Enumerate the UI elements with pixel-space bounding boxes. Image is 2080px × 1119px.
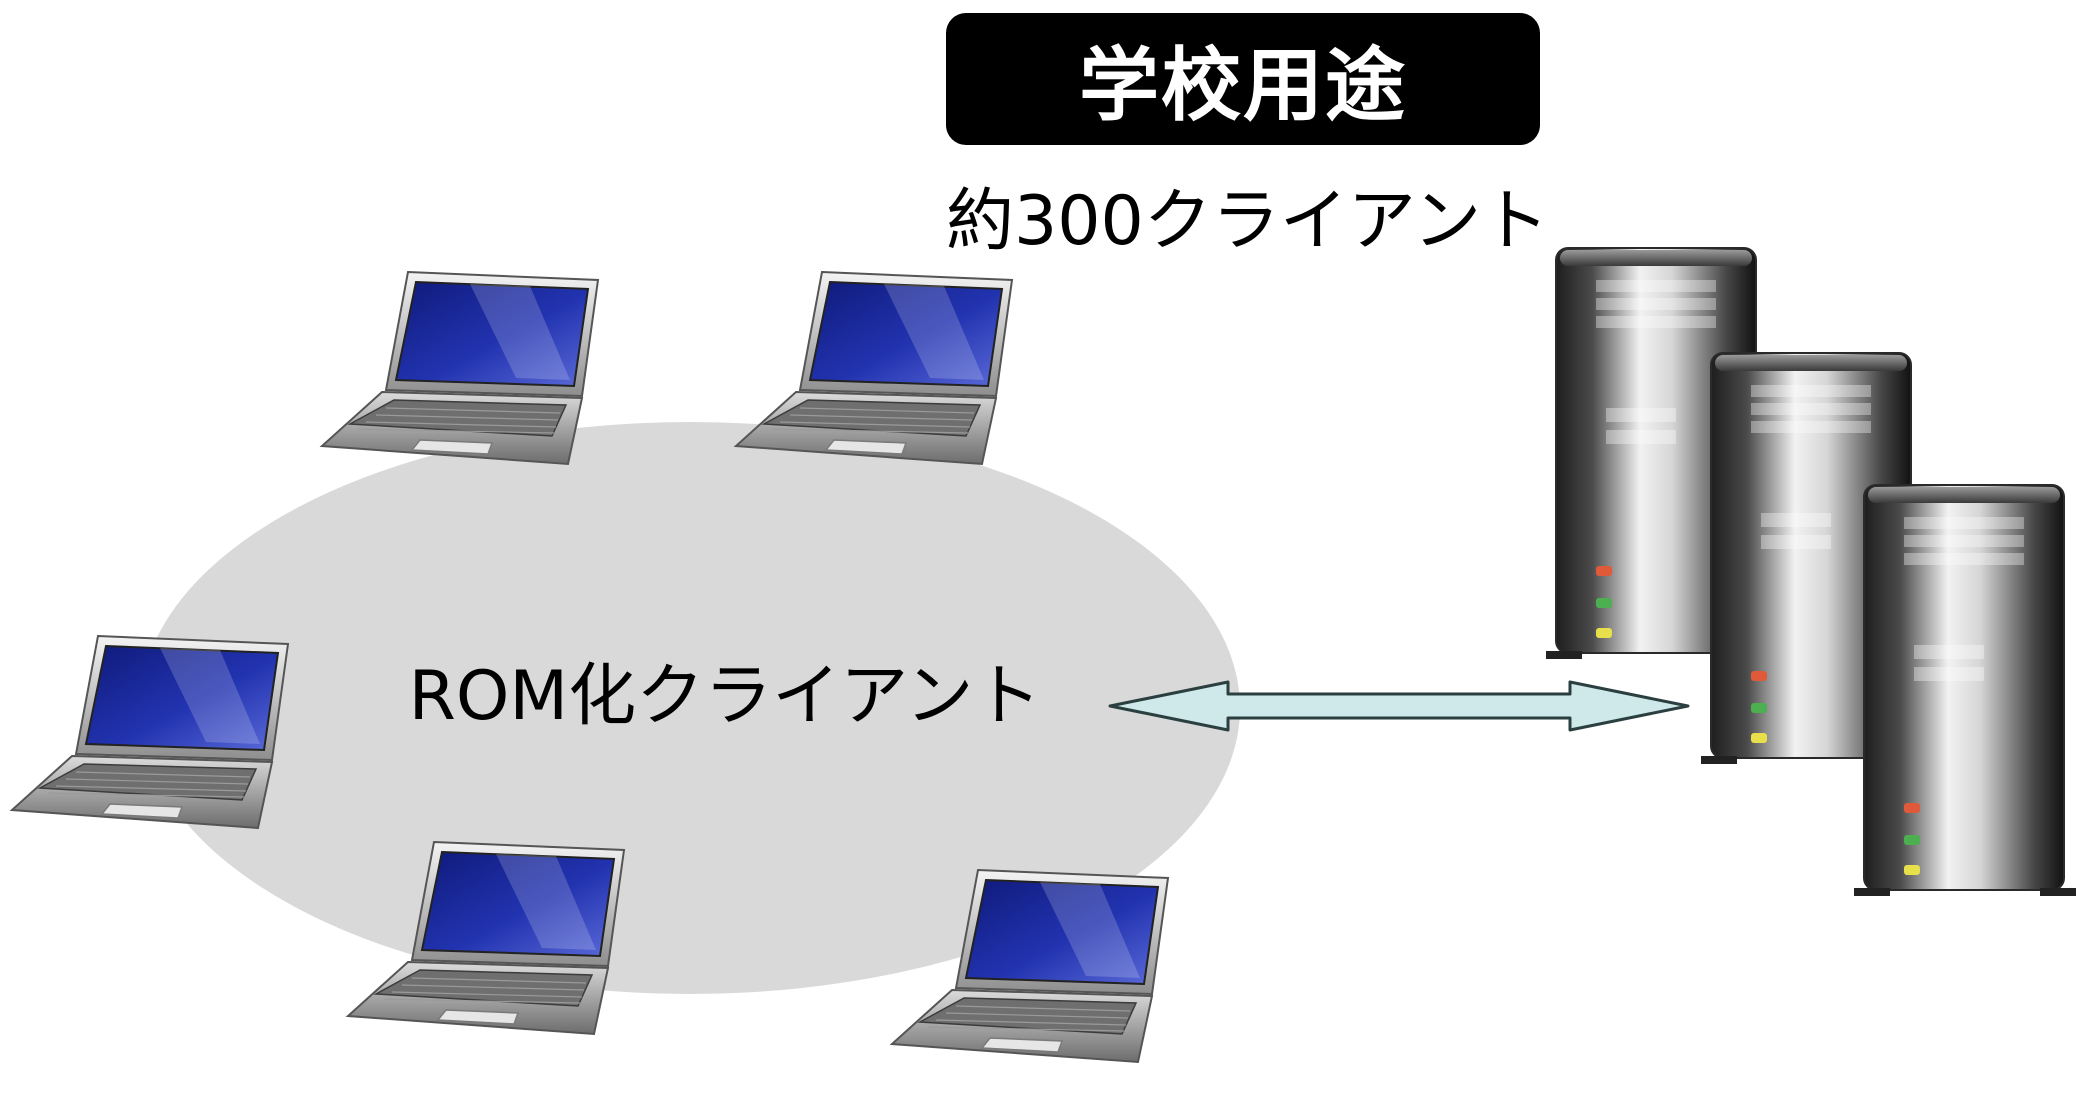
cluster-label: ROM化クライアント xyxy=(408,657,1042,736)
laptop-icon xyxy=(735,271,1013,465)
title-banner: 学校用途 xyxy=(946,13,1540,145)
laptop-icon xyxy=(11,635,289,829)
laptop-icon xyxy=(321,271,599,465)
server-tower-icon xyxy=(1853,484,2077,897)
client-count-label: 約300クライアント xyxy=(946,182,1550,261)
client-cluster-ellipse xyxy=(140,422,1240,994)
double-arrow-icon xyxy=(1108,680,1690,732)
title-text: 学校用途 xyxy=(1079,39,1407,132)
